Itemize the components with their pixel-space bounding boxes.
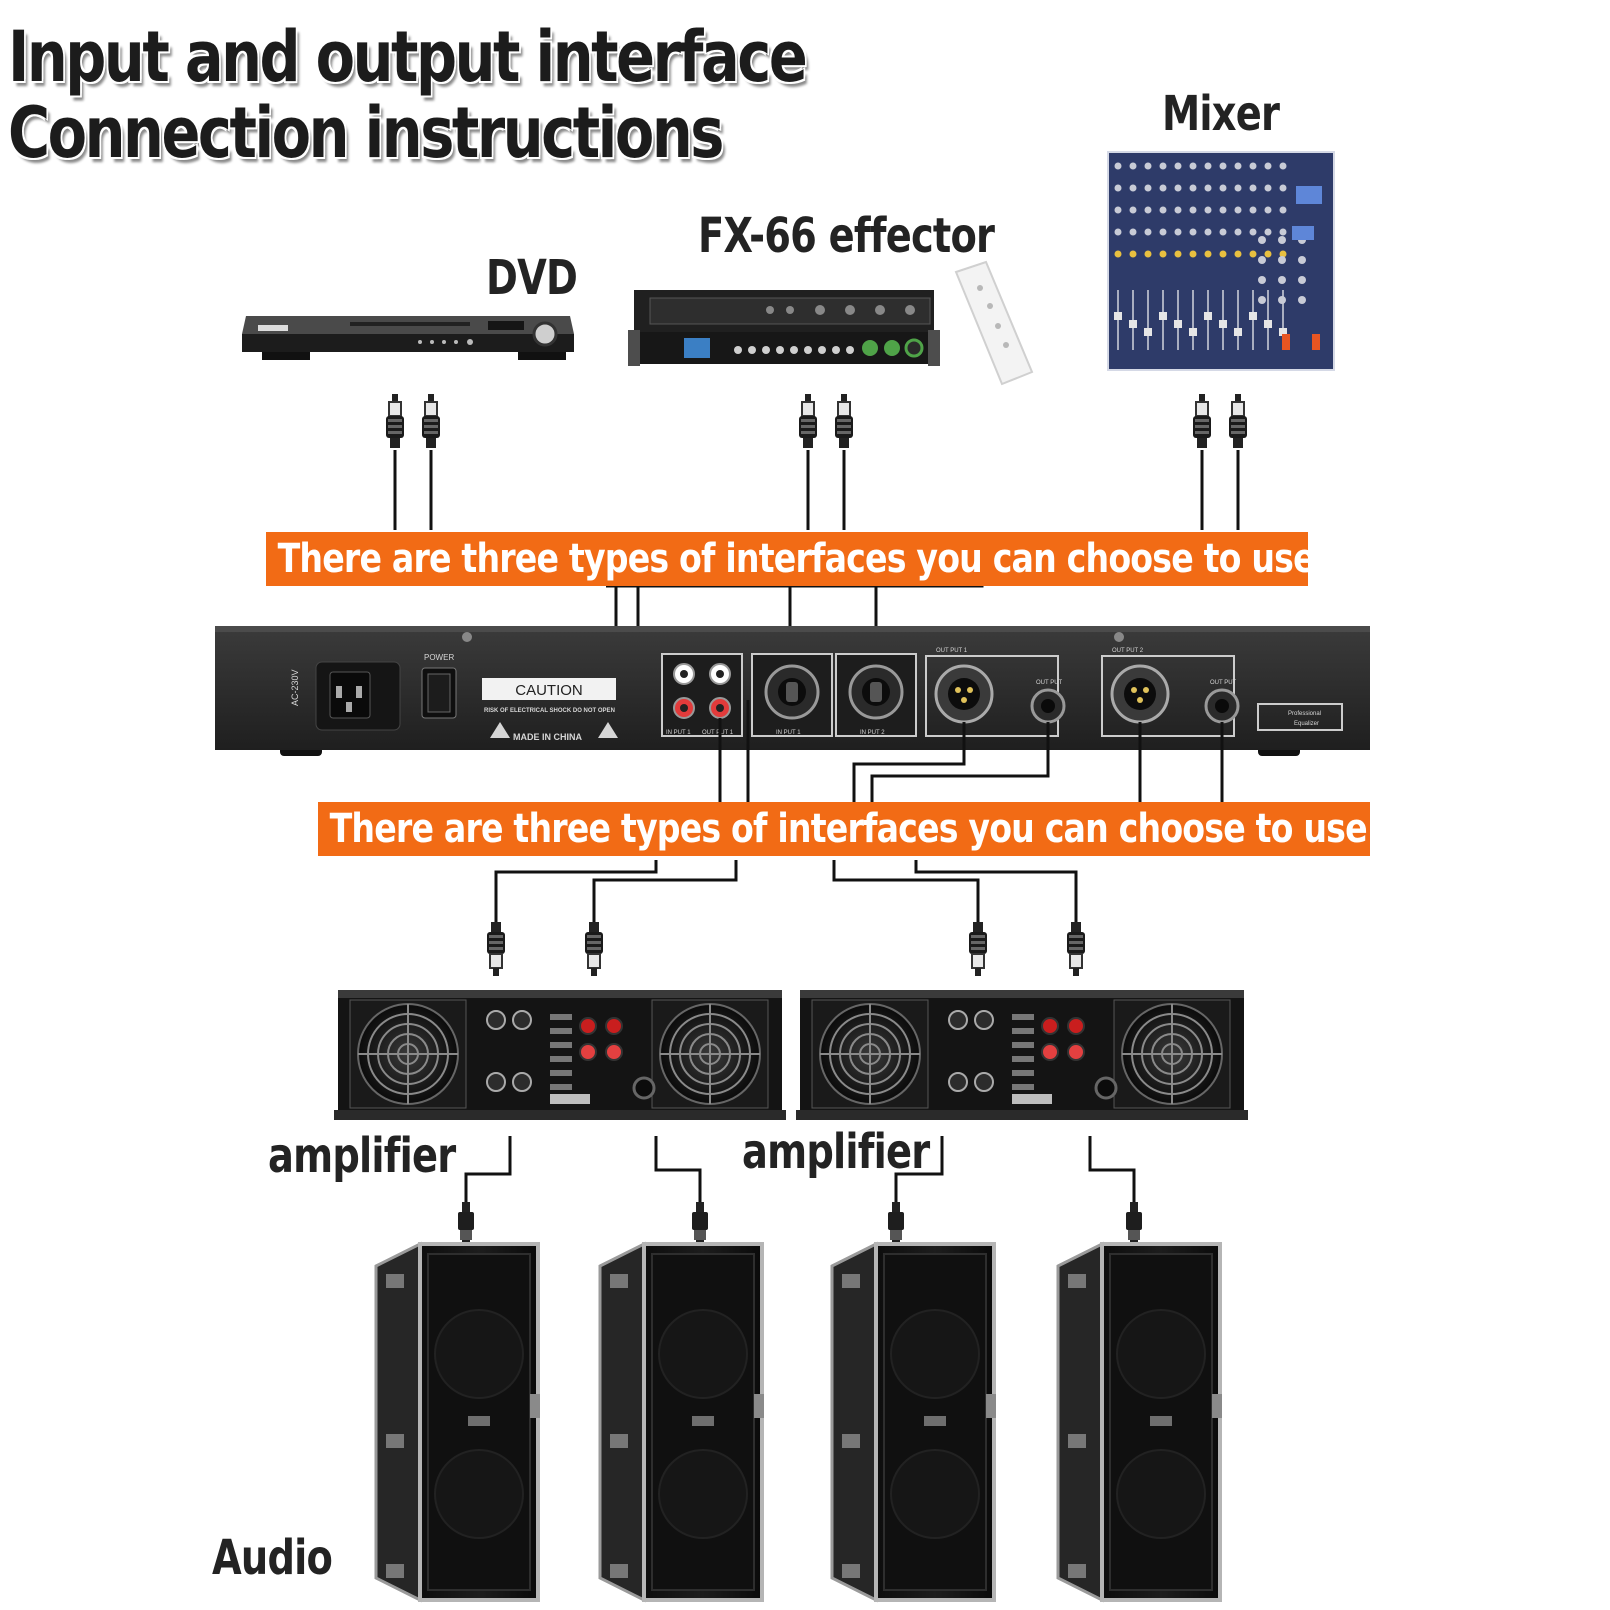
panel-power-label: POWER — [424, 653, 454, 662]
input-interface-banner: There are three types of interfaces you … — [266, 532, 1308, 586]
page-title-line1: Input and output interface — [8, 16, 808, 98]
input-interface-banner-text: There are three types of interfaces you … — [277, 536, 1308, 582]
panel-jack-out2-label: OUT PUT — [1210, 680, 1237, 686]
dvd-player — [242, 316, 574, 360]
amplifiers — [334, 990, 1248, 1120]
output-cables — [494, 700, 1224, 922]
panel-jack-out1-label: OUT PUT — [1036, 680, 1063, 686]
panel-warning-label: RISK OF ELECTRICAL SHOCK DO NOT OPEN — [484, 708, 615, 714]
panel-xlr-in1-label: IN PUT 1 — [776, 730, 801, 736]
effector-label: FX-66 effector — [698, 208, 995, 264]
dvd-label: DVD — [486, 250, 578, 306]
amplifier-input-plugs — [486, 921, 1086, 977]
panel-rca-in-label: IN PUT 1 — [666, 730, 691, 736]
speaker-plugs — [458, 1202, 1142, 1246]
speaker-4 — [1056, 1241, 1222, 1603]
amplifier-right-label: amplifier — [742, 1124, 930, 1180]
speaker-cables — [464, 1136, 1136, 1204]
speaker-2 — [598, 1241, 764, 1603]
panel-out1-label: OUT PUT 1 — [936, 648, 968, 654]
panel-caution-label: CAUTION — [515, 682, 583, 699]
panel-voltage-label: AC-230V — [290, 669, 300, 706]
page-title-line2: Connection instructions — [8, 92, 724, 174]
speaker-cabinets — [374, 1241, 1222, 1603]
output-interface-banner: There are three types of interfaces you … — [318, 802, 1370, 856]
panel-made-in-label: MADE IN CHINA — [513, 732, 582, 742]
speaker-1 — [374, 1241, 540, 1603]
amplifier-2 — [796, 990, 1248, 1120]
mixer-console — [1107, 151, 1335, 371]
fx66-effector — [628, 260, 1034, 386]
panel-brand-line1: Professional — [1288, 711, 1321, 717]
amplifier-1 — [334, 990, 786, 1120]
speaker-3 — [830, 1241, 996, 1603]
panel-brand-line2: Equalizer — [1294, 721, 1319, 727]
panel-rca-out-label: OUT PUT 1 — [702, 730, 734, 736]
audio-label: Audio — [212, 1530, 333, 1586]
source-plugs — [385, 393, 1248, 449]
panel-out2-label: OUT PUT 2 — [1112, 648, 1144, 654]
amplifier-left-label: amplifier — [268, 1128, 456, 1184]
source-cables — [393, 450, 1240, 530]
mixer-label: Mixer — [1162, 86, 1280, 142]
output-interface-banner-text: There are three types of interfaces you … — [329, 806, 1368, 852]
panel-xlr-in2-label: IN PUT 2 — [860, 730, 885, 736]
equalizer-rear-panel: AC-230V POWER CAUTION RISK OF ELECTRICAL… — [215, 626, 1370, 756]
